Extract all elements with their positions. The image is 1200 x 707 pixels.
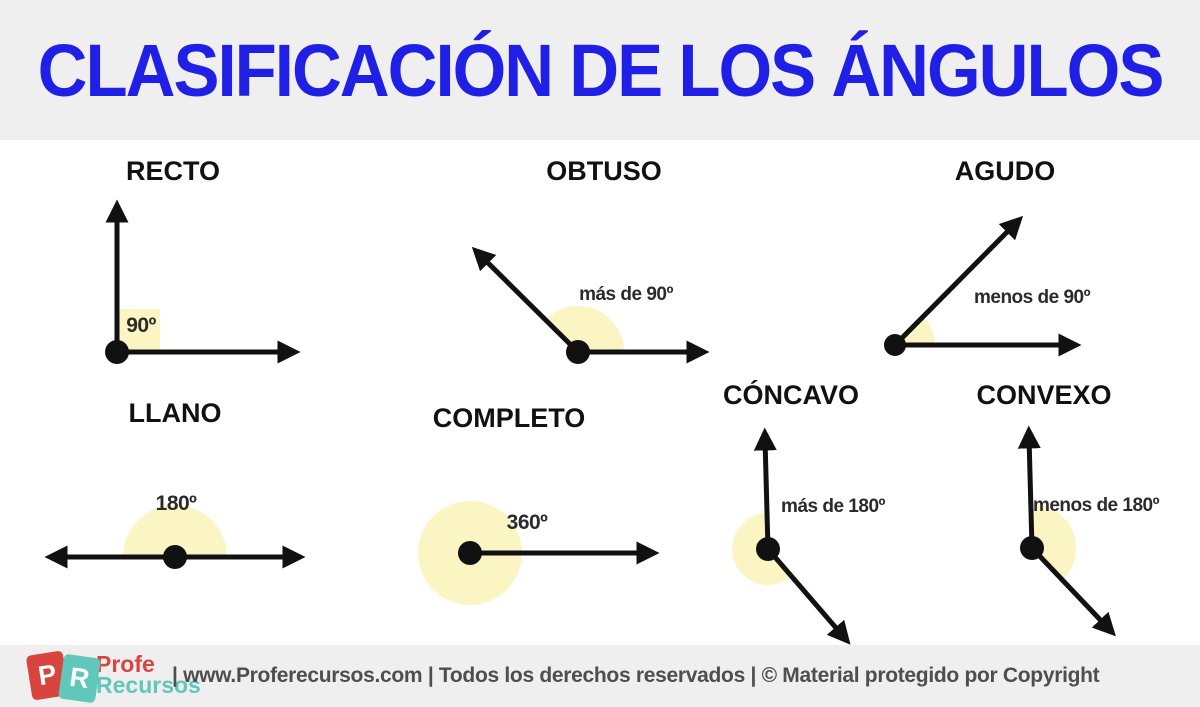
angle-agudo-diagram	[884, 215, 1082, 357]
logo-wordmark: Profe Recursos	[96, 651, 201, 699]
angle-completo-diagram	[418, 501, 660, 605]
angle-obtuso-label: OBTUSO	[546, 156, 662, 186]
logo-card-r: R	[58, 653, 101, 704]
angle-llano-label: LLANO	[128, 398, 222, 428]
logo-word-recursos: Recursos	[96, 672, 201, 699]
angle-concavo-diagram	[732, 427, 851, 645]
header-banner: CLASIFICACIÓN DE LOS ÁNGULOS	[0, 0, 1200, 140]
logo-word-profe: Profe	[96, 651, 155, 677]
angle-agudo-label: AGUDO	[954, 156, 1056, 186]
page-title: CLASIFICACIÓN DE LOS ÁNGULOS	[37, 28, 1165, 112]
angle-convexo-measure: menos de 180º	[1032, 495, 1160, 516]
angle-convexo-label: CONVEXO	[976, 380, 1112, 410]
angle-concavo-label: CÓNCAVO	[722, 380, 860, 410]
angle-recto-diagram	[105, 199, 301, 364]
angle-recto-measure: 90º	[126, 314, 156, 337]
footer-copyright-text: | www.Proferecursos.com | Todos los dere…	[172, 664, 1100, 687]
angle-completo-measure: 360º	[506, 511, 548, 534]
angle-llano-measure: 180º	[155, 492, 197, 515]
angle-obtuso-diagram	[471, 246, 710, 364]
angle-recto-label: RECTO	[125, 156, 221, 186]
footer-bar: P R Profe Recursos | www.Proferecursos.c…	[0, 645, 1200, 707]
angle-convexo-diagram	[1017, 425, 1116, 637]
angle-llano-diagram	[44, 505, 306, 569]
angle-obtuso-measure: más de 90º	[579, 284, 673, 305]
logo-letter-r: R	[67, 661, 92, 695]
angle-agudo-measure: menos de 90º	[973, 287, 1091, 308]
angle-completo-label: COMPLETO	[432, 403, 586, 433]
logo-letter-p: P	[36, 658, 59, 692]
angle-concavo-measure: más de 180º	[781, 496, 885, 517]
